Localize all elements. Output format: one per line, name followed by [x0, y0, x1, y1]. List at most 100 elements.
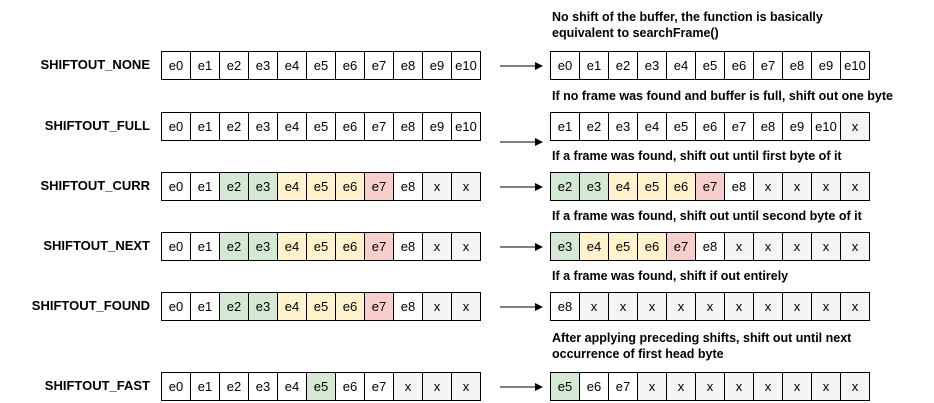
buffer-cell: e3: [248, 112, 278, 141]
buffer-cell: x: [753, 292, 783, 321]
buffer-cell: x: [840, 292, 870, 321]
buffer-cell: e2: [219, 172, 249, 201]
buffer-cell: e4: [277, 51, 307, 80]
buffer-cell: e5: [608, 232, 638, 261]
buffer-cell: x: [782, 292, 812, 321]
row-description: If a frame was found, shift out until se…: [552, 209, 932, 225]
buffer-cell: e4: [608, 172, 638, 201]
buffer-cell: e0: [550, 51, 580, 80]
buffer-cell: e6: [335, 232, 365, 261]
description-line: No shift of the buffer, the function is …: [552, 10, 823, 24]
buffer-cell: e7: [364, 172, 394, 201]
buffer-cell: e3: [248, 51, 278, 80]
buffer-cell: x: [451, 172, 481, 201]
buffer-cell: x: [637, 292, 667, 321]
buffer-cell: e6: [335, 172, 365, 201]
buffer-cell: x: [840, 232, 870, 261]
buffer-cell: x: [811, 232, 841, 261]
description-line: After applying preceding shifts, shift o…: [552, 331, 852, 345]
buffer-cell: x: [753, 172, 783, 201]
description-line: If no frame was found and buffer is full…: [552, 89, 893, 103]
buffer-cell: e0: [161, 51, 191, 80]
buffer-cell: e6: [335, 51, 365, 80]
buffer-cell: x: [811, 172, 841, 201]
buffer-cell: e3: [550, 232, 580, 261]
buffer-cell: e5: [306, 232, 336, 261]
buffer-cell: x: [666, 372, 696, 401]
buffer-cell: e4: [277, 112, 307, 141]
buffer-cell: e8: [393, 292, 423, 321]
description-line: If a frame was found, shift out until fi…: [552, 149, 842, 163]
buffer-cell: x: [724, 232, 754, 261]
buffer-cell: x: [666, 292, 696, 321]
buffer-cell: e10: [840, 51, 870, 80]
buffer-cell: e6: [666, 172, 696, 201]
buffer-cell: e6: [637, 232, 667, 261]
buffer-cell: e8: [393, 232, 423, 261]
buffer-cell: x: [753, 232, 783, 261]
description-line: If a frame was found, shift out until se…: [552, 209, 862, 223]
buffer-cell: x: [840, 112, 870, 141]
buffer-cell: e10: [811, 112, 841, 141]
buffer-cell: e6: [695, 112, 725, 141]
row-label-shiftout-found: SHIFTOUT_FOUND: [31, 298, 150, 313]
buffer-cell: e1: [190, 51, 220, 80]
description-line: equivalent to searchFrame(): [552, 25, 719, 40]
buffer-cell: e2: [219, 292, 249, 321]
description-line: If a frame was found, shift if out entir…: [552, 269, 789, 283]
buffer-cell: e5: [306, 372, 336, 401]
buffer-cell: x: [840, 372, 870, 401]
buffer-cell: e8: [695, 232, 725, 261]
buffer-cell: e2: [219, 232, 249, 261]
buffer-cell: e0: [161, 112, 191, 141]
buffer-cell: x: [695, 292, 725, 321]
buffer-cell: e6: [335, 372, 365, 401]
row-description: After applying preceding shifts, shift o…: [552, 331, 932, 362]
buffer-cell: e4: [579, 232, 609, 261]
buffer-cell: e5: [637, 172, 667, 201]
buffer-cell: e2: [550, 172, 580, 201]
buffer-cell: x: [724, 292, 754, 321]
buffer-cell: e4: [666, 51, 696, 80]
buffer-cell: e2: [608, 51, 638, 80]
buffer-cell: e2: [219, 372, 249, 401]
buffer-cell: e5: [550, 372, 580, 401]
description-line: occurrence of first head byte: [552, 346, 724, 361]
buffer-cell: e5: [306, 51, 336, 80]
buffer-cell: x: [637, 372, 667, 401]
buffer-cell: e7: [608, 372, 638, 401]
buffer-cell: x: [782, 372, 812, 401]
row-label-shiftout-next: SHIFTOUT_NEXT: [43, 238, 150, 253]
buffer-cell: x: [782, 232, 812, 261]
buffer-cell: x: [451, 232, 481, 261]
buffer-cell: e6: [579, 372, 609, 401]
buffer-cell: e5: [695, 51, 725, 80]
buffer-cell: x: [579, 292, 609, 321]
buffer-cell: e9: [782, 112, 812, 141]
buffer-cell: e1: [579, 51, 609, 80]
buffer-cell: e8: [724, 172, 754, 201]
buffer-cell: e6: [335, 112, 365, 141]
buffer-cell: e9: [422, 112, 452, 141]
row-description: If no frame was found and buffer is full…: [552, 89, 932, 105]
buffer-cell: x: [811, 292, 841, 321]
buffer-cell: e7: [364, 112, 394, 141]
buffer-cell: e4: [277, 292, 307, 321]
row-label-shiftout-curr: SHIFTOUT_CURR: [40, 178, 150, 193]
buffer-cell: x: [753, 372, 783, 401]
buffer-cell: e9: [422, 51, 452, 80]
buffer-cell: e7: [364, 372, 394, 401]
buffer-cell: e3: [637, 51, 667, 80]
buffer-cell: e3: [248, 232, 278, 261]
buffer-cell: e4: [277, 232, 307, 261]
buffer-cell: e8: [753, 112, 783, 141]
row-label-shiftout-none: SHIFTOUT_NONE: [40, 57, 150, 72]
buffer-cell: x: [782, 172, 812, 201]
buffer-cell: e4: [637, 112, 667, 141]
